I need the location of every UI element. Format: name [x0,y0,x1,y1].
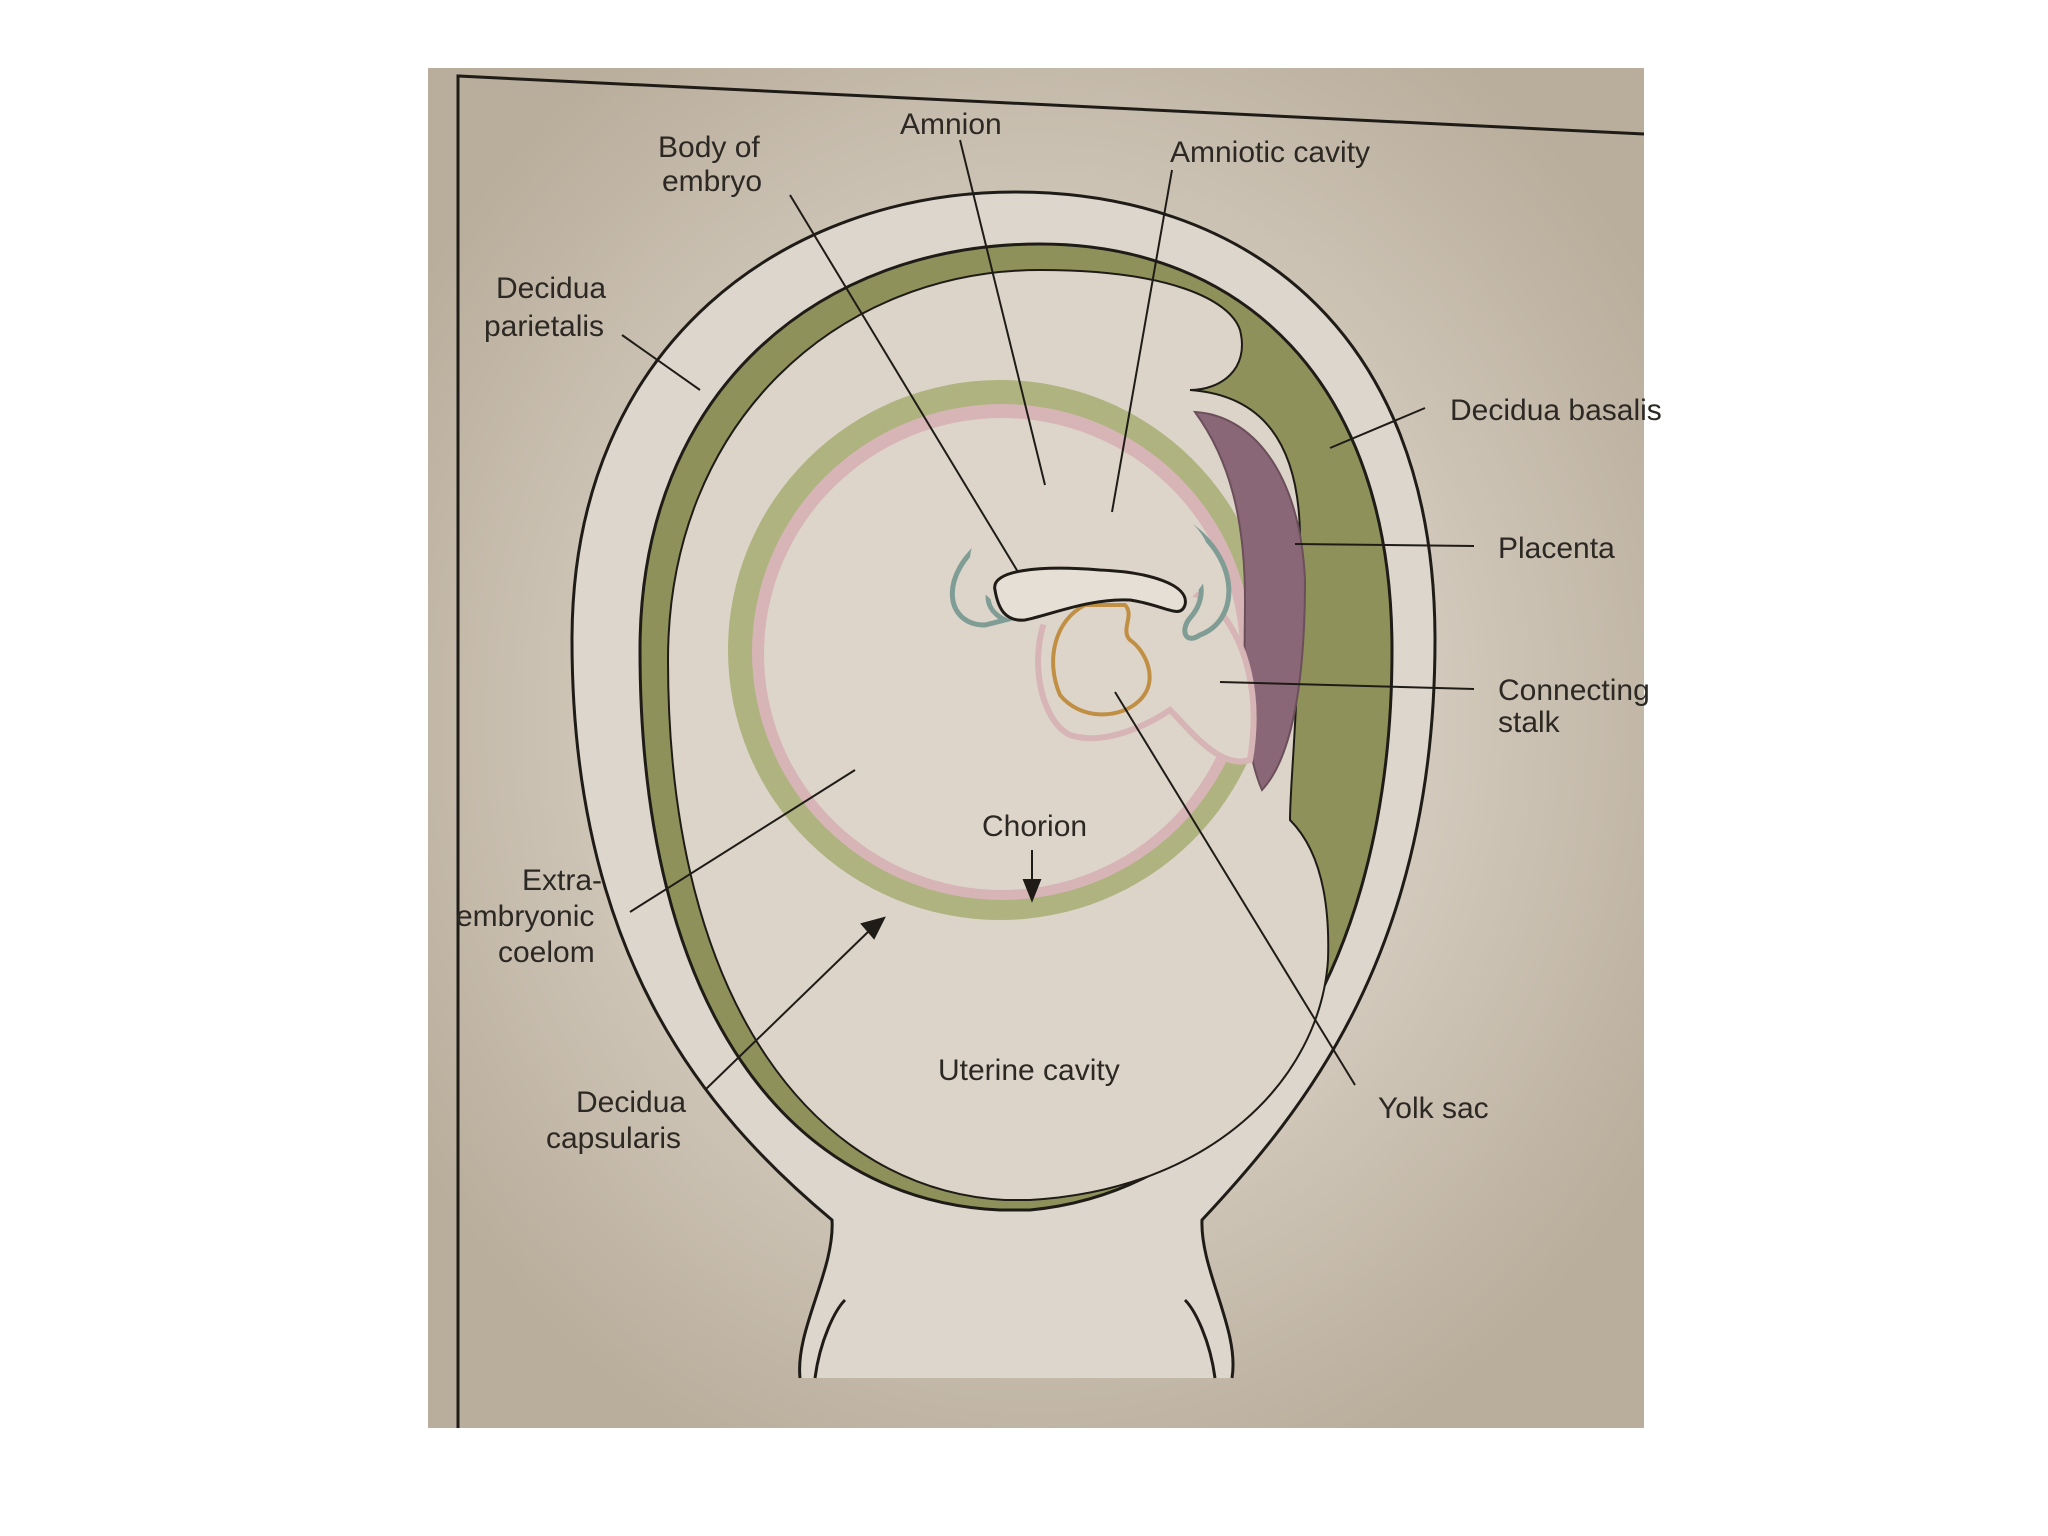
placenta [1192,410,1307,792]
label-chorion: Chorion [982,810,1087,843]
label-amniotic-cavity: Amniotic cavity [1170,136,1370,169]
label-decidua-parietalis: Decidua parietalis [484,272,614,343]
cervix-inner-right [1183,1298,1217,1379]
label-decidua-parietalis-line-2: parietalis [484,310,604,343]
leader-yolk-sac [1114,691,1356,1086]
leader-extra-embryonic-coelom [629,769,856,913]
label-connecting-stalk-line-2: stalk [1498,706,1561,739]
leader-chorion-arrowhead [1022,879,1042,903]
leader-decidua-capsularis [704,929,871,1091]
leader-connecting-stalk [1219,681,1475,690]
leader-lines [621,139,1475,1091]
label-extra-embryonic-coelom-line-1: Extra- [522,864,602,897]
label-decidua-capsularis-line-1: Decidua [576,1086,686,1119]
page-frame [456,74,1645,1428]
label-uterine-cavity: Uterine cavity [938,1054,1120,1087]
leader-amniotic-cavity [1111,169,1173,513]
label-amnion: Amnion [900,108,1002,141]
label-yolk-sac: Yolk sac [1378,1092,1489,1125]
label-decidua-capsularis-line-2: capsularis [546,1122,681,1155]
leader-placenta [1294,543,1475,547]
embryo-body [993,566,1187,622]
label-extra-embryonic-coelom-line-3: coelom [498,936,595,969]
leader-decidua-capsularis-arrowhead [860,916,886,940]
label-body-of-embryo-line-1: Body of [658,131,760,164]
label-decidua-capsularis: Decidua capsularis [546,1086,694,1155]
leader-decidua-parietalis [621,334,701,391]
label-decidua-parietalis-line-1: Decidua [496,272,606,305]
label-body-of-embryo-line-2: embryo [662,165,762,198]
label-decidua-basalis: Decidua basalis [1450,394,1662,427]
label-connecting-stalk-line-1: Connecting [1498,674,1650,707]
leader-body-of-embryo [789,194,1019,573]
label-extra-embryonic-coelom: Extra- embryonic coelom [456,864,610,969]
label-body-of-embryo: Body of embryo [658,131,768,198]
leader-amnion [959,139,1046,486]
leader-decidua-basalis [1329,407,1426,449]
cervix-inner-left [813,1298,847,1379]
yolk-sac [1051,603,1152,717]
label-connecting-stalk: Connecting stalk [1498,674,1658,739]
label-placenta: Placenta [1498,532,1615,565]
label-extra-embryonic-coelom-line-2: embryonic [456,900,594,933]
